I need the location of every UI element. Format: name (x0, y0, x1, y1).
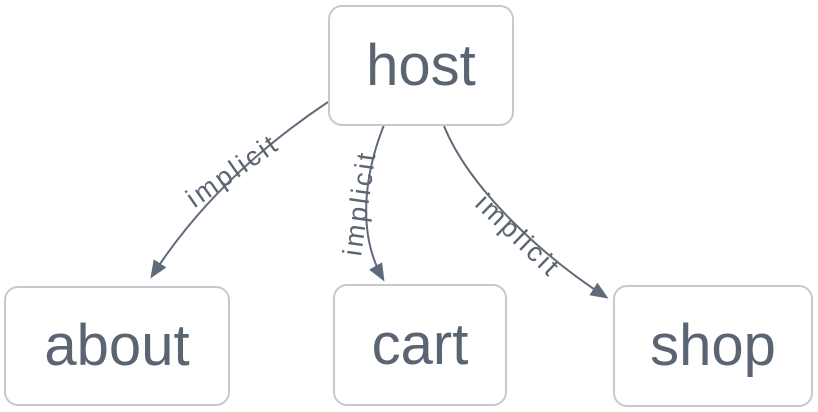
node-shop: shop (613, 285, 813, 407)
node-cart-label: cart (371, 312, 469, 377)
node-about-label: about (44, 313, 190, 378)
edge-host-shop (443, 125, 609, 299)
node-cart: cart (333, 284, 507, 406)
node-host-label: host (366, 32, 476, 98)
node-host: host (328, 5, 514, 126)
node-shop-label: shop (650, 313, 776, 378)
edge-host-about (150, 101, 329, 279)
edge-host-cart (365, 124, 385, 282)
node-about: about (4, 286, 230, 406)
